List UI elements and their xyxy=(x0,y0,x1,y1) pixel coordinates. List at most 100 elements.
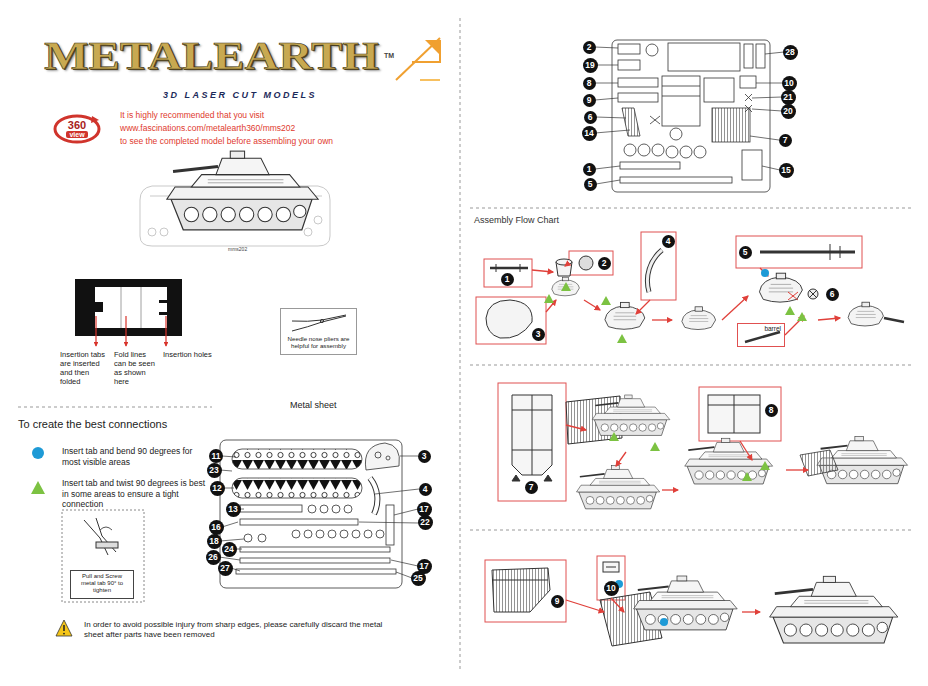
metal-sheet xyxy=(370,478,377,514)
metal-sheet xyxy=(744,44,753,68)
node-text: 1 xyxy=(505,275,510,284)
metal-sheet xyxy=(236,569,396,574)
pointer-arrow xyxy=(125,316,126,346)
part-drawing xyxy=(884,318,904,322)
assembly-arrow xyxy=(565,263,569,266)
metal-sheet xyxy=(244,534,252,542)
insertion-diagram xyxy=(159,300,167,303)
node-text: 7 xyxy=(529,483,534,492)
metal-sheet xyxy=(624,144,636,156)
warning-sign xyxy=(63,633,65,635)
metal-sheet xyxy=(375,452,381,458)
part-drawing xyxy=(745,289,904,342)
pointer-arrow xyxy=(165,316,166,346)
part-drawing xyxy=(830,244,840,260)
part-drawing xyxy=(788,292,798,300)
twist-marker xyxy=(544,294,554,303)
metal-sheet-outline xyxy=(160,228,168,236)
metal-sheet xyxy=(620,177,732,183)
assembly-arrow xyxy=(636,300,650,314)
callout-number: 12 xyxy=(210,481,225,496)
node-text: 27 xyxy=(220,564,229,573)
part-drawing xyxy=(512,395,552,475)
callout-number: 13 xyxy=(226,502,241,517)
node-text: 28 xyxy=(785,48,794,57)
logo-tagline: 3D LASER CUT MODELS xyxy=(163,90,317,101)
metal-sheet xyxy=(386,505,394,545)
metal-sheet xyxy=(620,162,680,169)
callout-number: 22 xyxy=(418,515,433,530)
turret-drawing xyxy=(682,307,716,330)
part-box xyxy=(476,232,862,344)
metal-sheet xyxy=(304,530,312,538)
metal-sheet xyxy=(240,505,302,512)
part-drawing xyxy=(808,289,818,299)
section-heading: To create the best connections xyxy=(18,418,167,431)
assembly-arrow xyxy=(566,600,604,612)
node-text: 17 xyxy=(419,505,428,514)
part-box xyxy=(484,259,532,287)
node-text: 12 xyxy=(212,484,221,493)
callout-number: 4 xyxy=(662,235,675,248)
twist-marker xyxy=(601,296,611,305)
node-text: 4 xyxy=(666,237,671,246)
metal-sheet xyxy=(756,44,765,68)
logo-decoration xyxy=(420,79,440,81)
callout-number: 23 xyxy=(207,463,222,478)
pliers-drawing xyxy=(84,518,118,555)
logo-decoration xyxy=(412,40,440,62)
insertion-diagram xyxy=(159,312,167,315)
metal-sheet xyxy=(365,443,399,470)
note-text: It is highly recommended that you visit xyxy=(120,110,264,120)
callout-number: 2 xyxy=(583,41,596,54)
twist-marker xyxy=(617,334,627,343)
trademark: TM xyxy=(384,52,394,60)
node-text: 17 xyxy=(419,562,428,571)
callout-number: 7 xyxy=(525,481,538,494)
metal-sheet xyxy=(680,146,692,158)
logo-decoration xyxy=(396,38,440,80)
warning-text: In order to avoid possible injury from s… xyxy=(84,620,384,639)
metal-sheet xyxy=(232,478,362,498)
callout-number: 14 xyxy=(582,126,597,141)
metal-sheet xyxy=(646,44,658,56)
leader-line xyxy=(400,456,418,457)
twist-marker xyxy=(650,442,660,451)
node-text: 6 xyxy=(588,113,593,122)
pointer-arrow xyxy=(95,316,96,346)
leader-line xyxy=(752,109,782,111)
callout-number: 19 xyxy=(583,58,598,73)
callout-number: 15 xyxy=(779,163,794,178)
part-box xyxy=(597,556,625,600)
leader-line xyxy=(391,560,418,566)
node-text: 23 xyxy=(209,466,218,475)
metal-sheet xyxy=(662,76,700,126)
part-box xyxy=(476,297,546,344)
node-text: 24 xyxy=(224,545,233,554)
node-text: 9 xyxy=(587,96,592,105)
callout-number: 21 xyxy=(781,90,796,105)
metal-sheet xyxy=(328,530,336,538)
callout-number: 3 xyxy=(532,328,545,341)
metal-sheet xyxy=(352,530,360,538)
part-drawing xyxy=(486,244,855,338)
twist-marker xyxy=(31,481,45,494)
part-drawing xyxy=(760,251,855,254)
warning-sign xyxy=(56,620,72,636)
leader-line xyxy=(222,456,236,457)
metal-sheet xyxy=(220,440,402,588)
callout-number: 18 xyxy=(207,534,222,549)
metal-sheet xyxy=(240,547,390,552)
metal-sheet xyxy=(694,146,706,158)
metal-sheet xyxy=(745,94,752,112)
assembly-arrow xyxy=(662,489,678,490)
part-drawing xyxy=(809,290,817,298)
separator-line xyxy=(470,208,912,209)
leader-line xyxy=(595,47,618,48)
leader-line xyxy=(223,488,234,489)
node-text: 6 xyxy=(830,290,835,299)
leader-line xyxy=(220,470,232,471)
part-drawing xyxy=(745,332,780,342)
part-box xyxy=(569,251,613,275)
callout-number: 1 xyxy=(583,163,596,176)
